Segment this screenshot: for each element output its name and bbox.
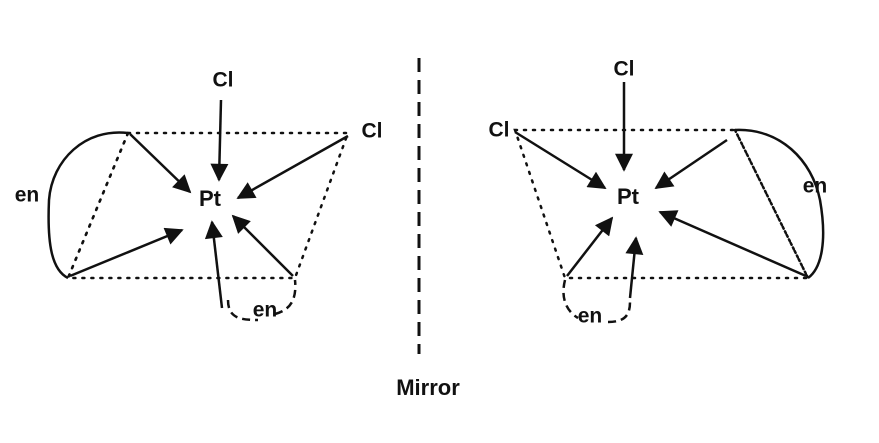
left-bond-cl-top bbox=[210, 99, 229, 182]
left-bond-bottom-mid bbox=[204, 220, 224, 309]
left-en-label: en bbox=[14, 183, 40, 207]
right-plane-dotted bbox=[513, 128, 811, 280]
left-bond-cl-right bbox=[236, 134, 349, 200]
left-metal-label: Pt bbox=[199, 186, 221, 211]
left-plane-diagonal bbox=[66, 131, 130, 280]
left-cl-right-label: Cl bbox=[361, 119, 383, 143]
left-bond-bottom-right bbox=[231, 214, 294, 277]
left-en-bottom-label: en bbox=[252, 298, 278, 322]
right-metal-label: Pt bbox=[617, 184, 639, 209]
right-en-bottom-label: en bbox=[577, 304, 603, 328]
left-en-arc bbox=[47, 131, 129, 280]
left-en-bottom-arc bbox=[226, 279, 297, 322]
right-plane-diagonal bbox=[733, 128, 810, 280]
right-en-bottom-arc bbox=[562, 279, 632, 324]
right-cl-left-label: Cl bbox=[488, 118, 510, 142]
right-en-arc bbox=[734, 128, 825, 280]
right-en-label: en bbox=[802, 174, 828, 198]
left-bond-bottom-left bbox=[69, 227, 184, 278]
left-complex bbox=[47, 99, 350, 322]
right-bond-bottom-right bbox=[658, 210, 807, 278]
left-bond-top-left bbox=[129, 133, 192, 194]
right-bond-cl-left bbox=[514, 130, 607, 190]
right-cl-top-label: Cl bbox=[613, 57, 635, 81]
right-bond-bottom-left bbox=[566, 216, 614, 277]
mirror-label: Mirror bbox=[396, 375, 460, 400]
right-complex bbox=[513, 82, 825, 324]
right-bond-bottom-mid bbox=[625, 236, 644, 299]
left-cl-top-label: Cl bbox=[212, 68, 234, 92]
right-bond-top-right bbox=[654, 138, 728, 190]
left-plane-dotted bbox=[66, 131, 350, 280]
